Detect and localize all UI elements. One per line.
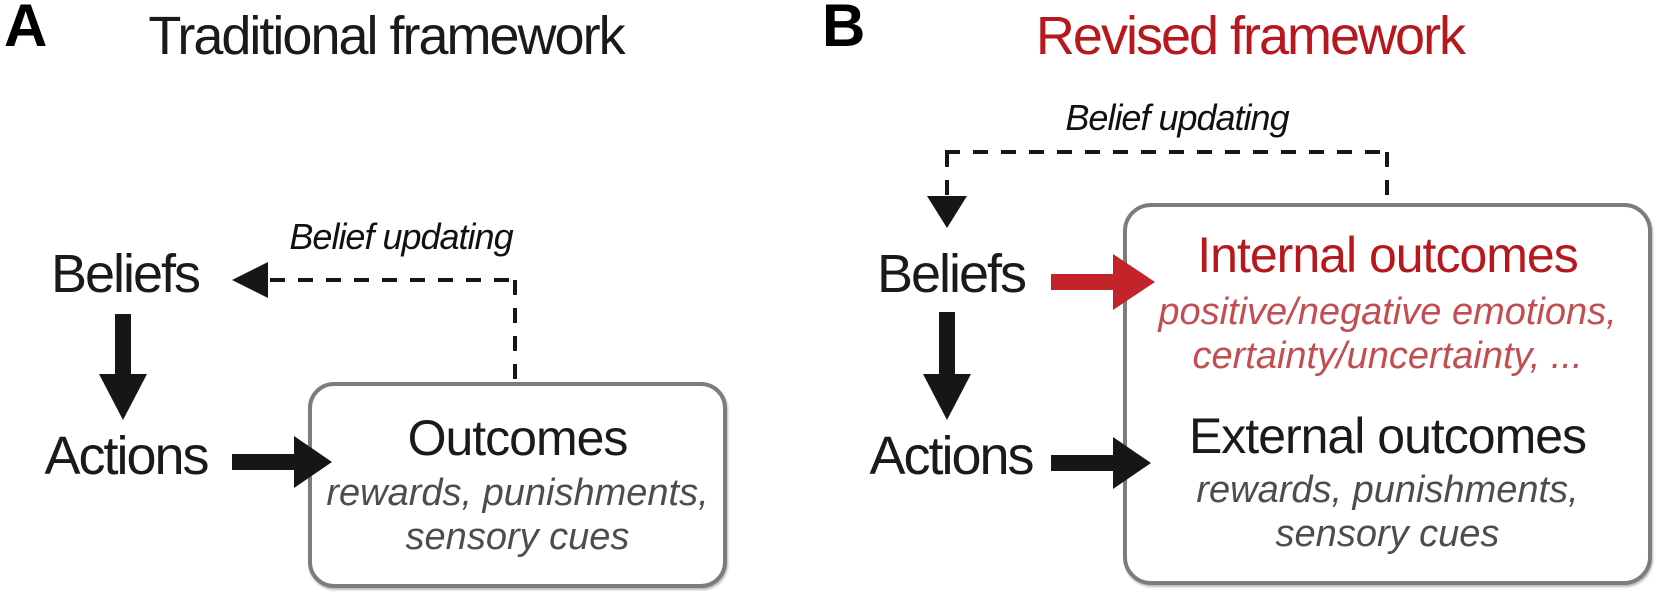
panel-b-actions-to-external-arrow-shaft <box>1051 455 1115 471</box>
panel-b-internal-subtitle-line1: positive/negative emotions, <box>1158 290 1617 333</box>
panel-a-title: Traditional framework <box>148 6 625 66</box>
panel-b-actions-to-external-arrowhead-icon <box>1113 437 1151 489</box>
panel-a-outcomes-subtitle-line1: rewards, punishments, <box>326 471 709 514</box>
panel-a-beliefs-to-actions-arrowhead-icon <box>99 374 147 420</box>
panel-b-dashed-feedback-line-horizontal <box>945 150 1389 154</box>
panel-a-label: A <box>4 0 47 59</box>
panel-a-actions-node: Actions <box>44 426 209 486</box>
panel-a-outcomes-box: Outcomes rewards, punishments, sensory c… <box>308 382 727 588</box>
panel-b-beliefs-node: Beliefs <box>876 244 1027 304</box>
panel-b-beliefs-to-actions-arrowhead-icon <box>923 374 971 420</box>
panel-b-title: Revised framework <box>1035 6 1466 66</box>
panel-b-dashed-arrowhead-down-icon <box>927 196 967 228</box>
panel-a-actions-to-outcomes-arrowhead-icon <box>294 436 332 488</box>
panel-b-external-outcomes-heading: External outcomes <box>1188 407 1587 464</box>
panel-b-internal-subtitle-line2: certainty/uncertainty, ... <box>1192 334 1583 377</box>
panel-b-dashed-feedback-line-vertical-left <box>945 152 949 198</box>
panel-b-external-subtitle-line1: rewards, punishments, <box>1196 469 1579 512</box>
panel-b-dashed-feedback-line-vertical-right <box>1385 152 1389 205</box>
panel-b-actions-node: Actions <box>869 426 1034 486</box>
panel-a-beliefs-node: Beliefs <box>50 244 201 304</box>
panel-b-beliefs-to-internal-arrow-shaft <box>1051 274 1115 290</box>
panel-a-beliefs-to-actions-arrow-shaft <box>115 314 131 376</box>
panel-a-dashed-feedback-line-horizontal <box>270 278 517 282</box>
panel-b-belief-updating-label: Belief updating <box>1065 97 1289 138</box>
panel-b-internal-outcomes-heading: Internal outcomes <box>1197 227 1578 283</box>
panel-a-dashed-arrowhead-left-icon <box>232 262 268 298</box>
panel-b-beliefs-to-internal-arrowhead-icon <box>1113 254 1155 310</box>
panel-a-outcomes-heading: Outcomes <box>407 410 629 466</box>
panel-b-label: B <box>822 0 865 59</box>
panel-a-dashed-feedback-line-vertical <box>513 280 517 382</box>
panel-b-outcomes-box: Internal outcomes positive/negative emot… <box>1123 203 1652 585</box>
panel-a-belief-updating-label: Belief updating <box>289 216 513 257</box>
panel-b-beliefs-to-actions-arrow-shaft <box>939 312 955 376</box>
panel-b-external-subtitle-line2: sensory cues <box>1275 513 1500 556</box>
panel-a-outcomes-subtitle-line2: sensory cues <box>405 515 630 558</box>
panel-a-actions-to-outcomes-arrow-shaft <box>232 454 296 470</box>
